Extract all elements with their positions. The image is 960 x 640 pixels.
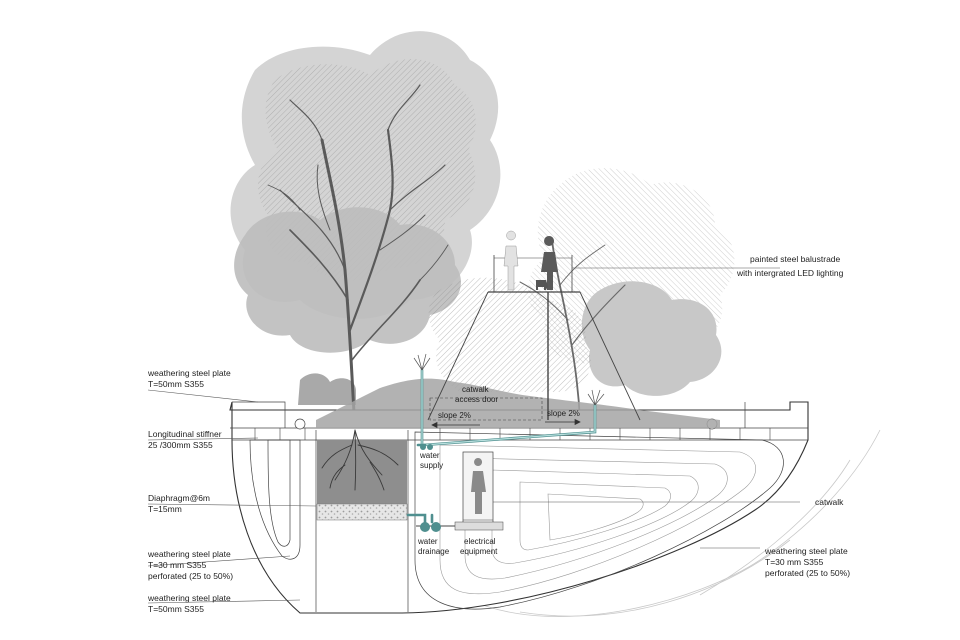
label-weathering-mid-2: T=30 mm S355 bbox=[148, 560, 207, 570]
label-balustrade-1: painted steel balustrade bbox=[750, 254, 841, 264]
catwalk-access-door bbox=[429, 397, 543, 421]
inner-person bbox=[471, 458, 486, 514]
label-weathering-right-3: perforated (25 to 50%) bbox=[765, 568, 850, 578]
planting-bed bbox=[316, 378, 720, 521]
soil-body bbox=[317, 440, 407, 504]
label-water-supply-2: supply bbox=[420, 461, 443, 470]
label-balustrade-2: with intergrated LED lighting bbox=[736, 268, 844, 278]
soil-mound bbox=[316, 378, 720, 428]
sprinkler-right bbox=[587, 389, 605, 406]
label-water-drainage-2: drainage bbox=[418, 547, 450, 556]
label-weathering-bot-2: T=50mm S355 bbox=[148, 604, 204, 614]
label-slope-right: slope 2% bbox=[547, 409, 580, 418]
balustrade-structure bbox=[427, 255, 641, 421]
hull-shell bbox=[229, 401, 809, 614]
left-stiffener-cell bbox=[249, 439, 301, 560]
person-light bbox=[503, 230, 519, 291]
label-weathering-top-2: T=50mm S355 bbox=[148, 379, 204, 389]
label-weathering-mid-3: perforated (25 to 50%) bbox=[148, 571, 233, 581]
label-stiffener-2: 25 /300mm S355 bbox=[148, 440, 213, 450]
label-weathering-bot-1: weathering steel plate bbox=[147, 593, 231, 603]
people-on-walkway bbox=[503, 230, 558, 291]
water-supply-pipe bbox=[416, 368, 597, 450]
label-catwalk: catwalk bbox=[815, 497, 844, 507]
dog bbox=[536, 280, 548, 290]
ghost-hull-outline bbox=[469, 429, 881, 617]
label-water-supply-1: water bbox=[419, 451, 440, 460]
slope-arrows bbox=[431, 418, 581, 429]
inner-catwalk bbox=[416, 451, 504, 531]
person-dark bbox=[541, 236, 558, 290]
label-electrical-2: equipment bbox=[460, 547, 498, 556]
gravel-layer bbox=[316, 503, 408, 521]
label-catwalk-access-1: catwalk bbox=[462, 385, 490, 394]
label-diaphragm-1: Diaphragm@6m bbox=[148, 493, 210, 503]
label-weathering-mid-1: weathering steel plate bbox=[147, 549, 231, 559]
main-tree bbox=[267, 84, 449, 432]
label-catwalk-access-2: access door bbox=[455, 395, 498, 404]
label-diaphragm-2: T=15mm bbox=[148, 504, 182, 514]
label-slope-left: slope 2% bbox=[438, 411, 471, 420]
deck-stiffener-ticks bbox=[254, 428, 771, 440]
water-drainage-pipe bbox=[406, 513, 441, 532]
label-weathering-right-1: weathering steel plate bbox=[764, 546, 848, 556]
inner-cell bbox=[414, 431, 784, 610]
tree-canopy-mid bbox=[234, 207, 461, 353]
annotation-labels: painted steel balustrade with intergrate… bbox=[147, 254, 850, 614]
label-electrical-1: electrical bbox=[464, 537, 496, 546]
label-weathering-right-2: T=30 mm S355 bbox=[765, 557, 824, 567]
shrubs-left bbox=[298, 373, 356, 405]
hatched-mass-center bbox=[428, 277, 591, 392]
sprinkler-left bbox=[413, 353, 431, 371]
background-trees bbox=[230, 31, 735, 405]
label-weathering-top-1: weathering steel plate bbox=[147, 368, 231, 378]
label-water-drainage-1: water bbox=[417, 537, 438, 546]
tree-roots bbox=[321, 429, 399, 491]
leader-lines bbox=[147, 267, 800, 604]
hull-outer bbox=[229, 401, 809, 614]
tree-canopy-right-grey bbox=[581, 281, 722, 396]
label-stiffener-1: Longitudinal stiffner bbox=[148, 429, 222, 439]
